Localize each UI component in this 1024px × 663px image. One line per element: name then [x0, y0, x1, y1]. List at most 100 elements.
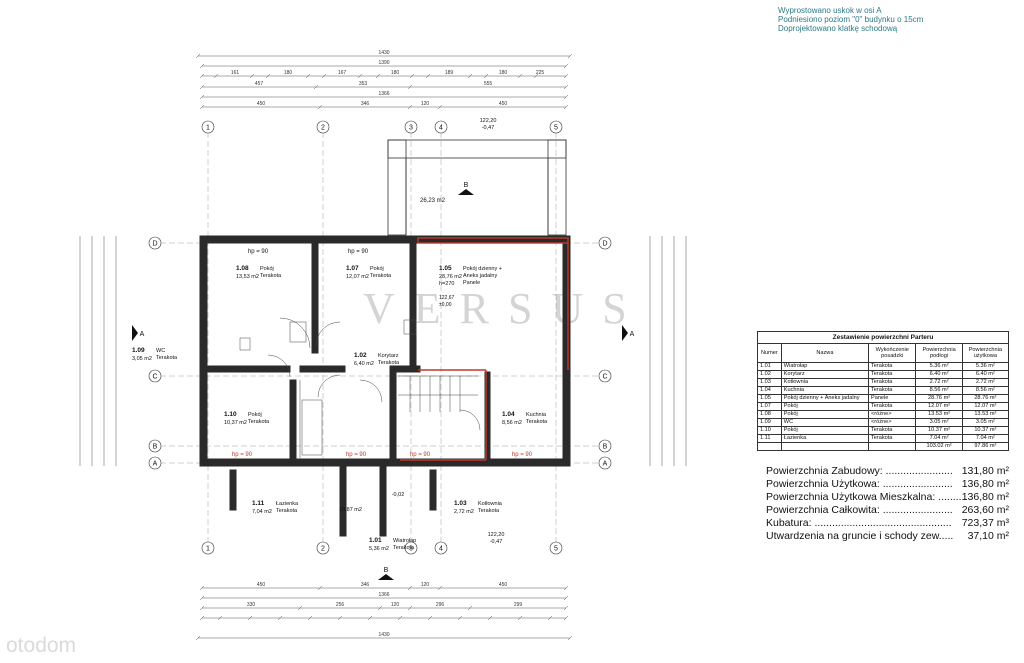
dimension-label: 1430	[378, 632, 389, 638]
dimension-tick	[427, 615, 433, 621]
table-cell: 28.76 m²	[961, 394, 1010, 403]
table-cell: <różne>	[867, 418, 917, 427]
dimension-label: 120	[421, 101, 430, 107]
table-cell: 3.05 m²	[915, 418, 963, 427]
hp-label: hp = 90	[410, 452, 431, 458]
axis-label: 1	[206, 546, 210, 553]
dimension-label: 450	[257, 101, 266, 107]
table-cell: 1.09	[757, 418, 782, 427]
dimension-label: 457	[255, 81, 264, 87]
room-area: 5,36 m2	[369, 546, 389, 552]
room-area: 6,40 m2	[354, 361, 374, 367]
dimension-tick	[547, 615, 553, 621]
room-name: Kotłownia	[478, 501, 503, 507]
wall	[389, 365, 421, 373]
dimension-tick	[213, 73, 219, 79]
summary-value: 263,60 m²	[961, 504, 1009, 516]
watermark: VERSUS	[363, 284, 646, 333]
room-area: 3,05 m2	[132, 356, 152, 362]
room-number: 1.03	[454, 500, 467, 507]
axis-label: 3	[409, 125, 413, 132]
summary-row: Powierzchnia Zabudowy: .................…	[766, 465, 1009, 478]
dimension-tick	[563, 595, 569, 601]
room-number: 1.11	[252, 500, 265, 507]
dimension-tick	[437, 585, 443, 591]
summary-label: Powierzchnia Całkowita: ................…	[766, 504, 953, 516]
dimension-tick	[409, 73, 415, 79]
summary-label: Powierzchnia Użytkowa: .................…	[766, 478, 953, 490]
table-cell: 1.10	[757, 426, 782, 435]
dimension-label: 330	[247, 602, 256, 608]
dimension-tick	[377, 605, 383, 611]
wall	[379, 465, 387, 537]
hp-label: hp = 90	[512, 452, 533, 458]
dimension-tick	[533, 73, 539, 79]
dimension-label: 180	[284, 70, 293, 76]
axis-label: 3	[409, 546, 413, 553]
table-cell: 1.04	[757, 386, 782, 395]
dimension-tick	[313, 84, 319, 90]
table-cell: 2.72 m²	[961, 378, 1010, 387]
dimension-tick	[563, 73, 569, 79]
dimension-label: 346	[361, 101, 370, 107]
table-cell: <różne>	[867, 410, 917, 419]
axis-label: 4	[439, 125, 443, 132]
axis-label: C	[602, 374, 607, 381]
wall	[199, 235, 208, 467]
summary-row: Powierzchnia Całkowita: ................…	[766, 504, 1009, 517]
table-header-row: Numer Nazwa Wykończenie posadzki Powierz…	[757, 343, 1010, 363]
dimension-tick	[437, 104, 443, 110]
dimension-tick	[467, 605, 473, 611]
table-cell: 12.07 m²	[961, 402, 1010, 411]
dimension-tick	[199, 73, 205, 79]
room-name: Pokój	[260, 266, 274, 272]
room-area: 10,87 m2	[339, 507, 362, 513]
dimension-tick	[563, 605, 569, 611]
dimension-label: 120	[391, 602, 400, 608]
room-name: Korytarz	[378, 353, 399, 359]
table-cell: 28.76 m²	[915, 394, 963, 403]
dimension-tick	[425, 73, 431, 79]
room-name: WC	[156, 348, 165, 354]
dimension-tick	[199, 84, 205, 90]
revision-note: Podniesiono poziom "0" budynku o 15cm	[778, 15, 924, 24]
dimension-tick	[407, 84, 413, 90]
room-number: 1.08	[236, 265, 249, 272]
axis-bubble	[598, 439, 612, 453]
wall	[299, 365, 346, 373]
dimension-label: 1366	[378, 592, 389, 598]
wall	[199, 235, 571, 244]
axis-label: 1	[206, 125, 210, 132]
table-cell: 7.04 m²	[961, 434, 1010, 443]
table-cell: 8.56 m²	[961, 386, 1010, 395]
table-cell: Pokój dzienny + Aneks jadalny	[780, 394, 869, 403]
room-name: Aneks jadalny	[463, 273, 497, 279]
level-label: 122,67	[439, 295, 455, 301]
dimension-tick	[563, 104, 569, 110]
table-cell: 7.04 m²	[915, 434, 963, 443]
table-cell: 6.40 m²	[915, 370, 963, 379]
axis-label: 4	[439, 546, 443, 553]
axis-bubble	[598, 369, 612, 383]
total-floor: 103.02 m²	[915, 442, 963, 451]
dimension-tick	[199, 94, 205, 100]
dimension-tick	[317, 585, 323, 591]
summary-label: Powierzchnia Użytkowa Mieszkalna: ......…	[766, 491, 968, 503]
room-name: Wiatrołap	[393, 538, 416, 544]
dimension-label: 353	[359, 81, 368, 87]
axis-bubble	[598, 236, 612, 250]
level-label: ±0,00	[439, 302, 452, 308]
dimension-tick	[367, 615, 373, 621]
wall	[289, 379, 297, 461]
table-cell: 6.40 m²	[961, 370, 1010, 379]
dimension-label: 296	[436, 602, 445, 608]
dimension-label: 225	[536, 70, 545, 76]
summary-value: 136,80 m²	[961, 491, 1009, 503]
room-name: Pokój	[370, 266, 384, 272]
